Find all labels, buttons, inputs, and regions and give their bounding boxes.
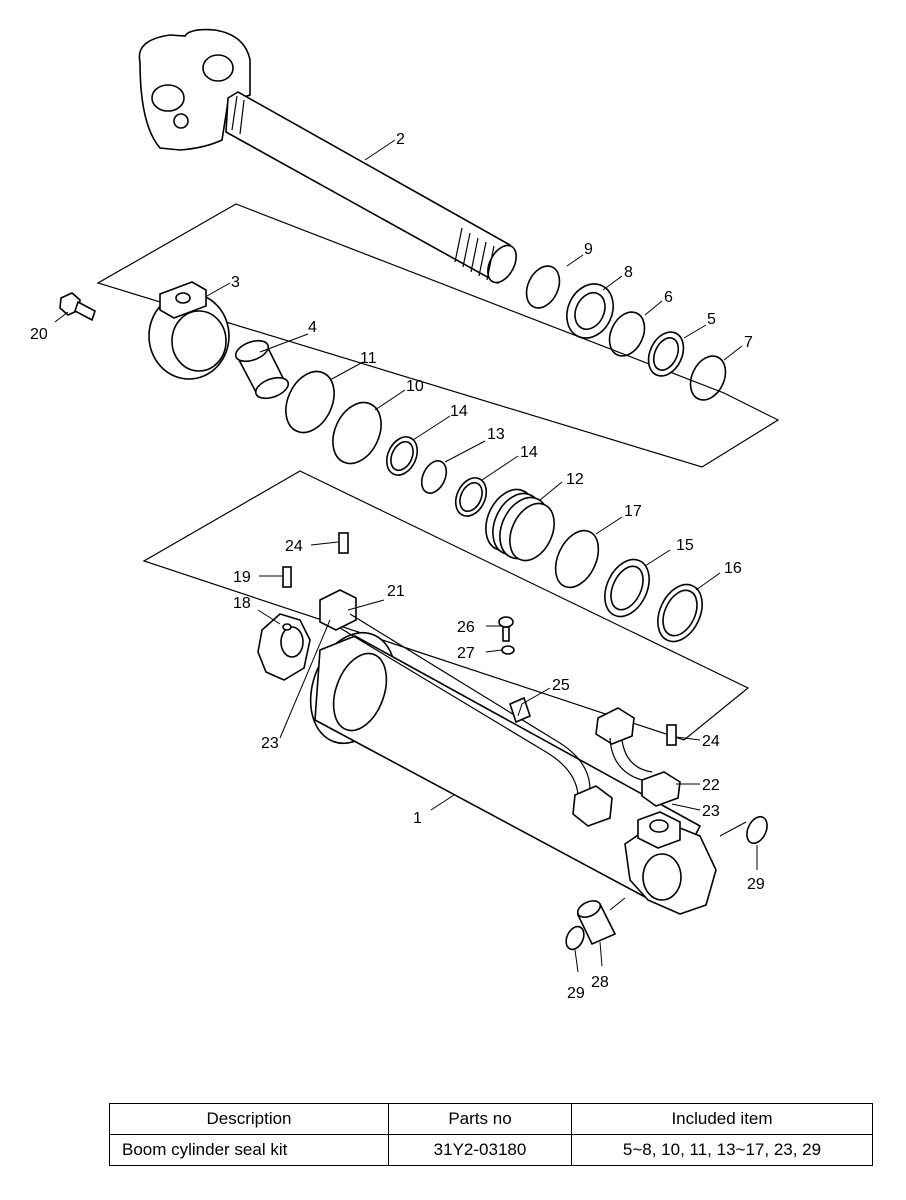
callout-14a: 14: [450, 403, 468, 420]
callout-24a: 24: [285, 538, 303, 555]
callout-28: 28: [591, 974, 609, 991]
piston-group-outline: [142, 470, 750, 741]
callout-3: 3: [231, 274, 240, 291]
pin-bushing-part: [576, 900, 617, 946]
callout-12: 12: [566, 471, 584, 488]
callout-11: 11: [360, 350, 377, 367]
cell-description: Boom cylinder seal kit: [109, 1134, 389, 1166]
callout-18: 18: [233, 595, 251, 612]
callout-29b: 29: [567, 985, 585, 1002]
bushing-part: [234, 339, 290, 400]
callout-13: 13: [487, 426, 505, 443]
seal-kit-table: Description Parts no Included item Boom …: [109, 1103, 873, 1166]
callout-26: 26: [457, 619, 475, 636]
callout-labels: 1 2 3 4 5 6 7 8 9 10 11 12 13 14 14 15 1…: [30, 131, 765, 1002]
seal-rings: [285, 265, 768, 951]
callout-5: 5: [707, 311, 716, 328]
rod-cover-part: [148, 281, 230, 380]
callout-10: 10: [406, 378, 424, 395]
piston-rod-part: [138, 28, 517, 285]
callout-23b: 23: [702, 803, 720, 820]
callout-21: 21: [387, 583, 405, 600]
callout-16: 16: [724, 560, 742, 577]
callout-9: 9: [584, 241, 593, 258]
callout-17: 17: [624, 503, 642, 520]
hydraulic-pipes: [319, 589, 681, 827]
cylinder-tube-part: [309, 631, 717, 915]
cell-included-item: 5~8, 10, 11, 13~17, 23, 29: [571, 1134, 873, 1166]
callout-8: 8: [624, 264, 633, 281]
callout-19: 19: [233, 569, 251, 586]
callout-22: 22: [702, 777, 720, 794]
exploded-parts-diagram: 1 2 3 4 5 6 7 8 9 10 11 12 13 14 14 15 1…: [30, 28, 780, 1002]
lock-nut-part: [257, 613, 311, 681]
header-parts-no: Parts no: [388, 1103, 572, 1135]
callout-15: 15: [676, 537, 694, 554]
hex-bolt-part-20: [59, 292, 96, 322]
table-row: Boom cylinder seal kit 31Y2-03180 5~8, 1…: [109, 1134, 873, 1166]
callout-1: 1: [413, 810, 422, 827]
header-description: Description: [109, 1103, 389, 1135]
callout-29a: 29: [747, 876, 765, 893]
cell-parts-no: 31Y2-03180: [388, 1134, 572, 1166]
header-included-item: Included item: [571, 1103, 873, 1135]
callout-4: 4: [308, 319, 317, 336]
leader-lines: [54, 139, 758, 973]
table-header-row: Description Parts no Included item: [109, 1103, 873, 1135]
callout-14b: 14: [520, 444, 538, 461]
callout-24b: 24: [702, 733, 720, 750]
seal-group-outline: [96, 203, 780, 468]
callout-27: 27: [457, 645, 475, 662]
piston-part: [485, 488, 555, 562]
callout-23a: 23: [261, 735, 279, 752]
callout-20: 20: [30, 326, 48, 343]
callout-6: 6: [664, 289, 673, 306]
callout-2: 2: [396, 131, 405, 148]
callout-25: 25: [552, 677, 570, 694]
callout-7: 7: [744, 334, 753, 351]
